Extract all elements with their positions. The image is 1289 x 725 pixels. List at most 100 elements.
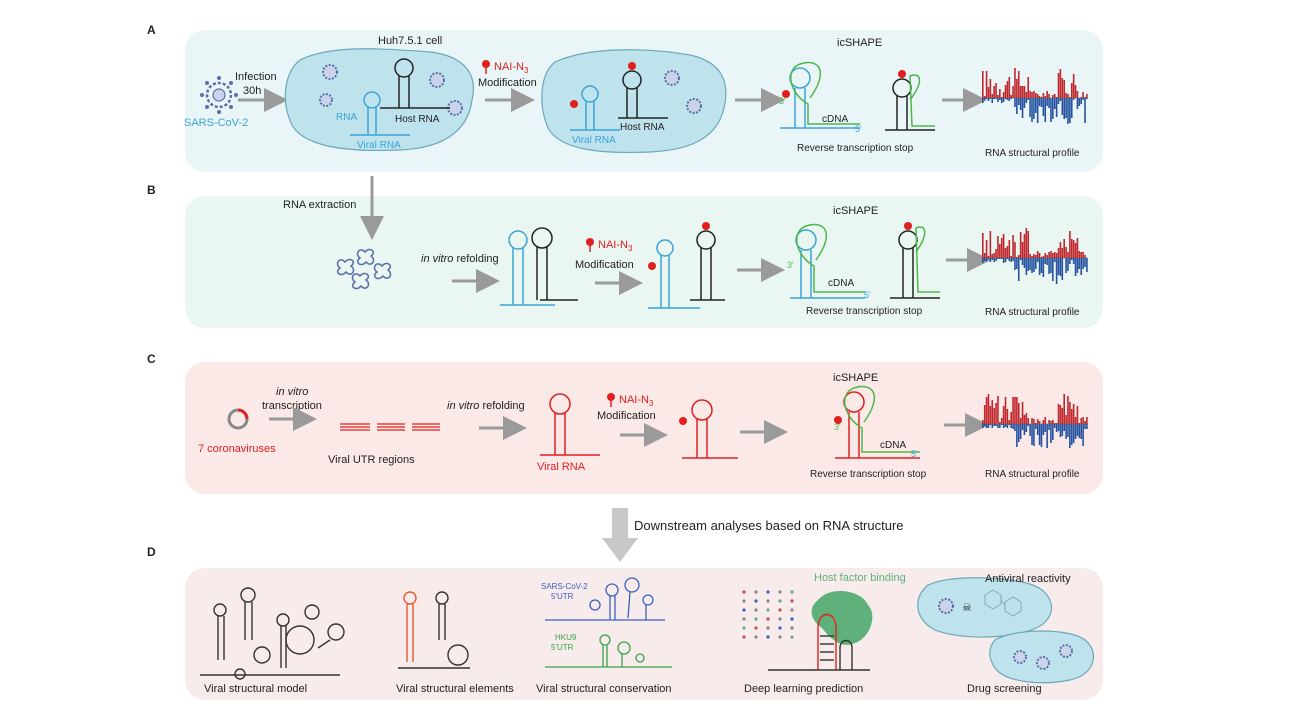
profile-bar-up: [985, 397, 988, 424]
reagent-label-a: NAI-N3: [494, 61, 529, 75]
profile-bar-up: [1055, 423, 1058, 424]
profile-bar-up: [982, 233, 984, 258]
profile-bar-down: [989, 98, 992, 99]
profile-bar-down: [997, 258, 999, 259]
profile-bar-up: [1057, 248, 1060, 258]
profile-bar-down: [1042, 98, 1045, 116]
profile-bar-up: [991, 400, 994, 424]
profile-bar-up: [1084, 255, 1086, 258]
panel-letter-a: A: [147, 23, 156, 37]
profile-bar-up: [1078, 251, 1081, 258]
profile-bar-down: [1000, 258, 1003, 259]
profile-bar-up: [1000, 238, 1003, 258]
profile-bar-down: [1063, 424, 1065, 431]
extraction-label: RNA extraction: [283, 199, 356, 211]
profile-bar-up: [1019, 418, 1022, 424]
modified-viral-rna-hairpin: [570, 85, 620, 131]
profile-bar-up: [1010, 256, 1012, 258]
profile-bar-down: [1080, 424, 1083, 439]
profile-bar-up: [1027, 231, 1030, 258]
profile-bar-up: [995, 249, 997, 258]
profile-bar-up: [1014, 68, 1016, 98]
profile-bar-up: [1065, 415, 1067, 424]
profile-bar-down: [1086, 424, 1088, 429]
profile-bar-up: [1080, 418, 1083, 424]
profile-bar-down: [1002, 98, 1005, 102]
profile-bar-up: [1008, 420, 1011, 424]
profile-bar-down: [1033, 424, 1035, 446]
profile-bar-down: [1042, 258, 1045, 277]
profile-bar-up: [1008, 240, 1011, 258]
probe-mark-icon: [782, 90, 790, 98]
profile-bar-up: [987, 394, 990, 424]
rna-label: RNA: [336, 112, 357, 123]
profile-bar-up: [1006, 246, 1009, 258]
transcription-label: transcription: [262, 400, 322, 412]
profile-bar-down: [995, 258, 997, 261]
profile-bar-down: [989, 258, 992, 262]
profile-label-a: RNA structural profile: [985, 148, 1080, 159]
profile-bar-down: [1019, 258, 1022, 260]
nn-node: [766, 599, 770, 603]
profile-bar-up: [1042, 256, 1045, 258]
profile-bar-up: [1074, 417, 1077, 424]
three-prime-label-c: 3': [834, 422, 841, 432]
profile-bar-up: [1036, 94, 1039, 98]
profile-bar-up: [1052, 253, 1054, 258]
profile-bar-down: [1006, 98, 1009, 100]
profile-bar-up: [1069, 402, 1071, 424]
nn-node: [790, 626, 794, 630]
profile-bar-down: [1014, 98, 1016, 107]
cell-label: Huh7.5.1 cell: [378, 35, 442, 47]
compound-structure-icon: [984, 589, 1022, 617]
profile-bar-down: [1006, 424, 1009, 428]
profile-bar-up: [982, 71, 984, 98]
profile-bar-up: [1063, 80, 1065, 98]
profile-bar-up: [993, 86, 995, 98]
profile-bar-down: [1035, 424, 1037, 429]
profile-bar-up: [985, 240, 988, 258]
profile-bar-down: [1065, 424, 1067, 439]
modified-host-rna-hairpin: [618, 70, 668, 119]
profile-bar-down: [1017, 424, 1020, 442]
profile-bar-up: [1016, 257, 1018, 258]
profile-bar-up: [1040, 257, 1043, 258]
profile-bar-down: [1072, 98, 1075, 100]
nai-probe-icon-b: [586, 238, 594, 252]
nn-node: [766, 617, 770, 621]
reagent-label-c: NAI-N3: [619, 394, 654, 408]
profile-bar-up: [997, 236, 999, 258]
profile-bar-down: [1052, 424, 1054, 440]
profile-bar-down: [1036, 98, 1039, 123]
profile-bar-down: [1080, 98, 1083, 104]
profile-bar-up: [1025, 92, 1028, 98]
profile-bar-up: [1012, 86, 1014, 98]
profile-bar-up: [989, 406, 992, 424]
profile-bar-down: [1046, 424, 1048, 448]
profile-bar-down: [983, 98, 986, 100]
nn-node: [790, 599, 794, 603]
profile-bar-down: [1072, 258, 1075, 264]
viral-rna-hairpin: [350, 91, 410, 136]
sars-cov-2-virus-icon: [200, 76, 238, 114]
profile-bar-up: [1008, 77, 1011, 98]
profile-bar-up: [1023, 86, 1026, 98]
profile-bar-down: [1008, 258, 1011, 261]
profile-bar-up: [1004, 397, 1007, 424]
profile-bar-down: [1006, 258, 1009, 259]
profile-bar-down: [1025, 258, 1028, 275]
profile-bar-up: [1046, 91, 1048, 98]
probe-mark-icon: [628, 62, 636, 70]
profile-bar-down: [1023, 258, 1026, 268]
profile-bar-down: [1050, 98, 1052, 122]
profile-bar-up: [1023, 415, 1026, 424]
hku9-label-2: 5'UTR: [551, 643, 574, 652]
profile-bar-down: [1016, 258, 1018, 269]
profile-bar-down: [1016, 98, 1018, 114]
profile-bar-up: [1036, 251, 1039, 258]
profile-bar-up: [1017, 71, 1020, 98]
profile-bar-up: [995, 403, 997, 424]
profile-bar-down: [1084, 258, 1086, 267]
profile-bar-down: [1082, 98, 1084, 100]
profile-bar-down: [1074, 424, 1077, 439]
